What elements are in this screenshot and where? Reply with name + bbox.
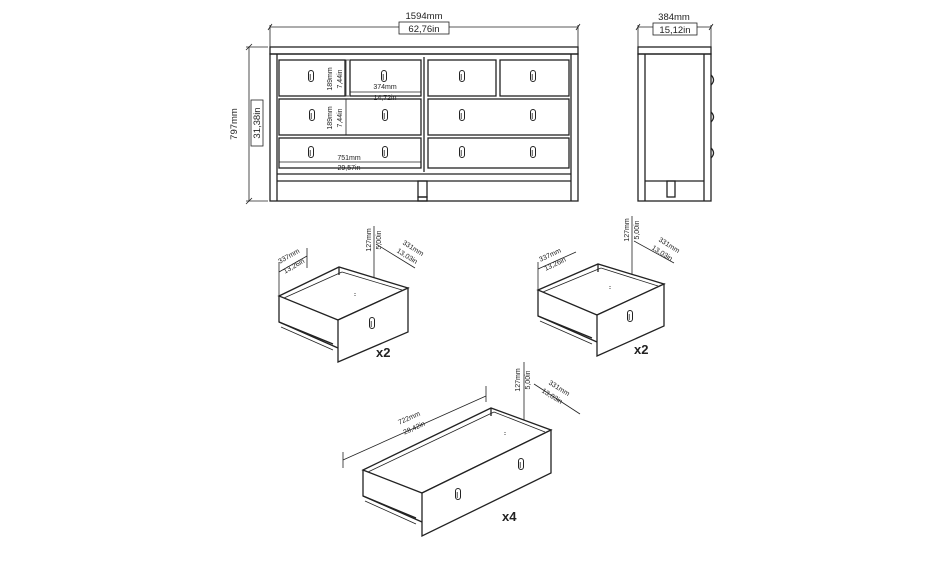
- side-view: 384mm 15,12in: [635, 12, 715, 202]
- small-drawer-width-in: 14,72in: [374, 95, 397, 102]
- overall-height-in: 31,38in: [252, 107, 263, 138]
- drawer-handle-icon: [309, 109, 315, 121]
- small-drawer-height-mm: 189mm: [327, 67, 334, 91]
- overall-width-dimension: 1594mm 62,76in: [267, 11, 581, 47]
- front-drawers: [278, 59, 570, 169]
- large-drawer-front: [427, 137, 570, 169]
- overall-height-dimension: 797mm 31,38in: [229, 43, 268, 205]
- depth-in: 15,12in: [659, 25, 690, 36]
- drawer-handle-icon: [308, 70, 314, 82]
- depth-mm: 384mm: [658, 12, 690, 23]
- drawer-c-quantity: x4: [502, 509, 517, 524]
- drawer-a-height-in: 5,00in: [376, 230, 383, 249]
- drawer-diagram-c: 722mm 28,42in 331mm 13,03in 127mm 5,00in…: [342, 362, 581, 538]
- drawer-diagram-a: 337mm 13,26in 331mm 13,03in 127mm 5,00in…: [277, 226, 425, 363]
- drawer-handle-icon: [369, 317, 375, 329]
- drawer-a-height-mm: 127mm: [366, 228, 373, 252]
- drawer-c-height-mm: 127mm: [515, 368, 522, 392]
- drawer-handle-icon: [518, 458, 524, 470]
- drawer-b-height-in: 5,00in: [634, 220, 641, 239]
- drawer-handle-icon: [530, 70, 536, 82]
- drawer-handle-icon: [382, 109, 388, 121]
- small-drawer-width-mm: 374mm: [373, 84, 397, 91]
- small-drawer-front: [427, 59, 497, 97]
- drawer-b-quantity: x2: [634, 342, 648, 357]
- drawer-a-quantity: x2: [376, 345, 390, 360]
- drawer-handle-icon: [455, 488, 461, 500]
- overall-width-mm: 1594mm: [406, 11, 443, 22]
- drawer-handle-icon: [530, 146, 536, 158]
- small-drawer-front: [278, 59, 346, 97]
- overall-width-in: 62,76in: [408, 24, 439, 35]
- small-drawer-front: [499, 59, 570, 97]
- side-top: [637, 46, 712, 55]
- large-drawer-front: [427, 98, 570, 136]
- large-drawer-front: [278, 98, 422, 136]
- large-drawer-width-in: 29,57in: [338, 165, 361, 172]
- side-leg: [666, 180, 676, 198]
- large-drawer-width-mm: 751mm: [337, 155, 361, 162]
- drawer-handle-icon: [459, 109, 465, 121]
- drawer-handle-icon: [459, 70, 465, 82]
- drawer-handle-icon: [459, 146, 465, 158]
- drawer-c-height-in: 5,00in: [525, 370, 532, 389]
- drawer-handle-icon: [530, 109, 536, 121]
- drawer-b-height-mm: 127mm: [624, 218, 631, 242]
- drawer-handle-icon: [381, 70, 387, 82]
- small-drawer-width-dimension: 374mm 14,72in: [350, 84, 421, 102]
- center-leg: [417, 180, 428, 198]
- mid-drawer-height-in: 7,44in: [337, 108, 344, 127]
- side-panel: [637, 53, 712, 202]
- mid-drawer-height-mm: 189mm: [327, 106, 334, 130]
- mid-drawer-height-dimension: 189mm 7,44in: [327, 98, 349, 136]
- small-drawer-height-in: 7,44in: [337, 69, 344, 88]
- overall-height-mm: 797mm: [229, 108, 240, 140]
- front-view: 1594mm 62,76in 797mm 31,38in: [229, 11, 581, 205]
- large-drawer-width-dimension: 751mm 29,57in: [279, 155, 421, 172]
- small-drawer-height-dimension: 189mm 7,44in: [327, 59, 349, 97]
- drawer-diagram-b: 337mm 13,26in 331mm 13,03in 127mm 5,00in…: [536, 216, 681, 358]
- large-drawer-front: [278, 137, 422, 169]
- drawer-handle-icon: [382, 146, 388, 158]
- small-drawer-front: [349, 59, 422, 97]
- drawer-handle-icon: [627, 310, 633, 322]
- drawer-handle-icon: [308, 146, 314, 158]
- dresser-top: [269, 46, 579, 55]
